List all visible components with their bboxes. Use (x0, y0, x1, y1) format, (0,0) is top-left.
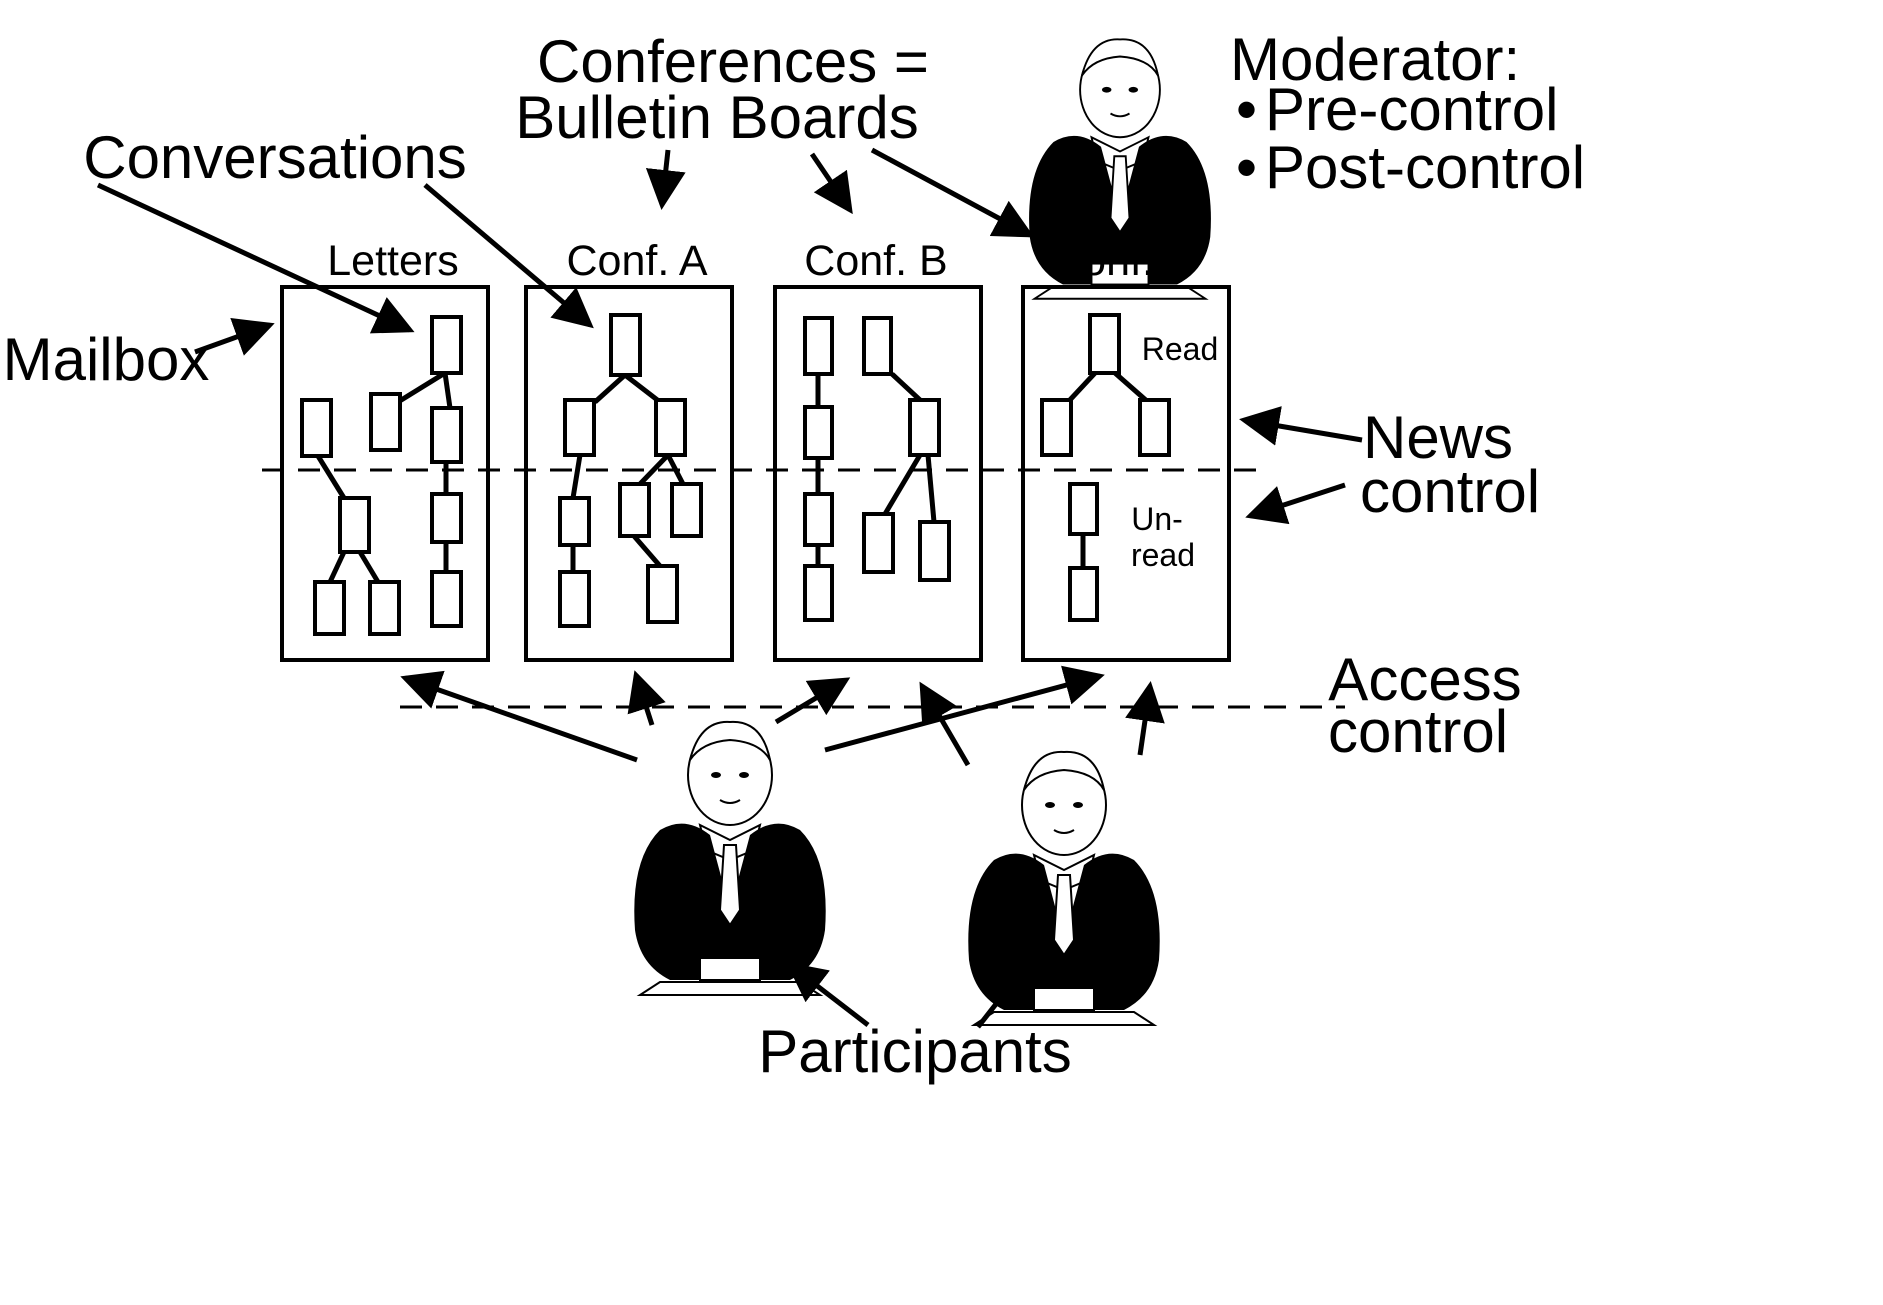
conversations-label: Conversations (83, 124, 467, 191)
conf-c-threads (1040, 313, 1171, 622)
panel-letters (280, 285, 490, 662)
mailbox-label: Mailbox (3, 326, 210, 393)
panel-title-conf-b: Conf. B (804, 237, 947, 285)
news-control-arrow-unread (1245, 482, 1346, 525)
conf-b-threads (803, 316, 951, 622)
news-control-label-2: control (1360, 458, 1540, 525)
conf-c-read-label: Read (1142, 331, 1219, 367)
mailbox-arrow (194, 318, 275, 356)
participant2-arrow-conf-c (1125, 681, 1165, 756)
participant-figure-2 (967, 750, 1161, 1026)
participant-arrow-conf-c (824, 665, 1105, 753)
panel-conf-c (1021, 285, 1231, 662)
conversations-arrow-conf-a (423, 183, 594, 329)
panel-title-letters: Letters (327, 237, 458, 285)
moderator-item-1: Pre-control (1265, 76, 1558, 143)
participants-arrow-2 (976, 963, 1029, 1029)
news-control-arrow-read (1239, 406, 1363, 446)
conversations-arrow-letters (96, 182, 415, 334)
participants-arrow-1 (786, 961, 870, 1027)
participant-arrow-conf-a (627, 670, 666, 726)
panel-title-conf-a: Conf. A (566, 237, 707, 285)
panel-title-conf-c: Conf. C (1051, 237, 1197, 285)
moderator-item-2: Post-control (1265, 134, 1585, 201)
conferences-label-line2: Bulletin Boards (515, 84, 919, 151)
moderator-bullet-2: • (1236, 134, 1257, 201)
participant-arrow-conf-b (774, 677, 851, 725)
letters-threads (300, 315, 463, 636)
conf-c-unread-label-2: read (1131, 537, 1195, 573)
participant-figure-1 (633, 720, 827, 996)
conferences-arrow-b (809, 152, 853, 215)
moderator-title: Moderator: (1230, 26, 1520, 93)
access-control-label-2: control (1328, 698, 1508, 765)
access-control-label-1: Access (1328, 646, 1521, 713)
participant-arrow-letters (400, 670, 638, 763)
conferences-arrow-a (645, 149, 686, 210)
moderator-bullet-1: • (1236, 76, 1257, 143)
participant2-arrow-conf-b (919, 681, 971, 767)
conferences-arrow-c (870, 147, 1035, 238)
panel-conf-a (524, 285, 734, 662)
conf-c-unread-label-1: Un- (1131, 501, 1183, 537)
news-control-label-1: News (1363, 404, 1513, 471)
participants-label: Participants (758, 1018, 1071, 1085)
panel-conf-b (773, 285, 983, 662)
conf-a-threads (558, 313, 703, 628)
conferences-label-line1: Conferences = (537, 28, 929, 95)
